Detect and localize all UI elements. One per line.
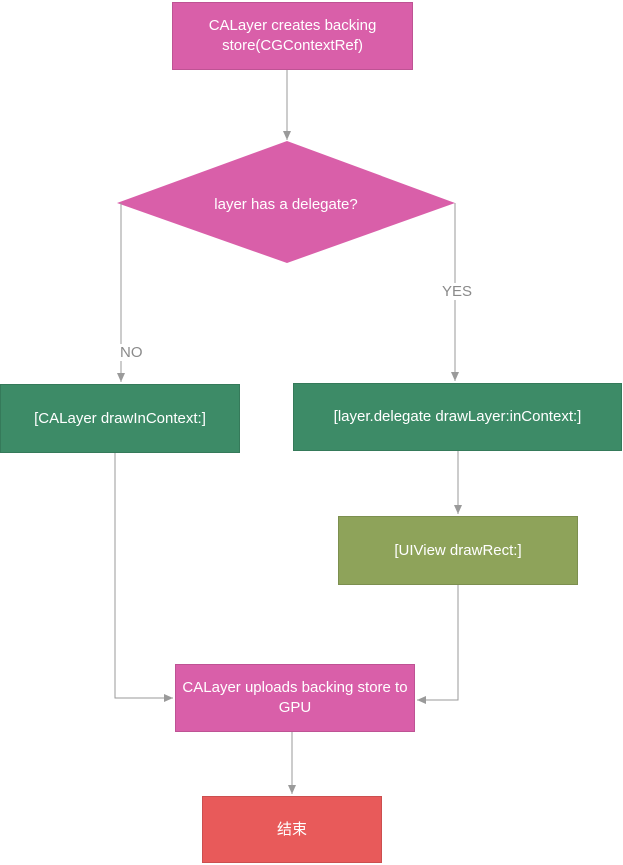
draw-in-context-node[interactable]: [CALayer drawInContext:] xyxy=(0,384,240,453)
yes-edge-label: YES xyxy=(441,283,474,300)
decision-diamond xyxy=(117,141,455,263)
uiview-draw-rect-node[interactable]: [UIView drawRect:] xyxy=(338,516,578,585)
uiview-draw-rect-label: [UIView drawRect:] xyxy=(394,541,522,559)
delegate-draw-layer-label: [layer.delegate drawLayer:inContext:] xyxy=(333,408,582,425)
edge-drawincontext-to-upload xyxy=(114,453,173,702)
no-edge-label: NO xyxy=(119,344,144,361)
start-node-label: CALayer creates backing store(CGContextR… xyxy=(208,17,377,54)
edge-uiview-to-upload xyxy=(417,585,459,704)
start-node[interactable]: CALayer creates backing store(CGContextR… xyxy=(172,2,413,70)
decision-node-label: layer has a delegate? xyxy=(214,195,358,213)
end-node-label: 结束 xyxy=(276,820,307,838)
end-node[interactable]: 结束 xyxy=(202,796,382,863)
delegate-draw-layer-node[interactable]: [layer.delegate drawLayer:inContext:] xyxy=(293,383,622,451)
upload-to-gpu-node[interactable]: CALayer uploads backing store to GPU xyxy=(175,664,415,732)
upload-to-gpu-label: CALayer uploads backing store to GPU xyxy=(182,679,408,716)
draw-in-context-label: [CALayer drawInContext:] xyxy=(34,409,206,427)
